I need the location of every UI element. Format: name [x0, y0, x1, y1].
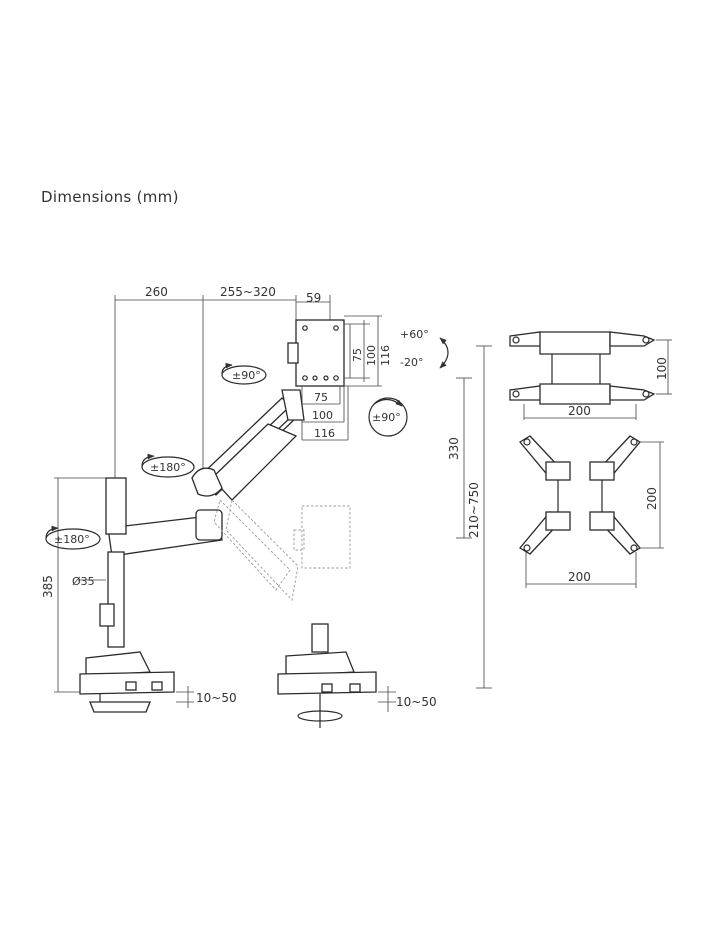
- tilt-rotation: +60° -20°: [400, 328, 449, 369]
- tilt-up-label: +60°: [400, 328, 429, 341]
- height-dimensions: 330 210~750: [447, 345, 492, 689]
- vesa-116-v-label: 116: [379, 345, 392, 366]
- adapter-bottom: 200 200: [519, 435, 664, 588]
- rotate-head-label: ±90°: [372, 411, 401, 424]
- rotate-90-top-icon: ±90°: [221, 362, 267, 385]
- adapter-top-height-label: 100: [655, 357, 669, 380]
- page-title: Dimensions (mm): [41, 188, 179, 206]
- rotate-180-arm-icon: ±180°: [141, 453, 195, 478]
- vesa-75-v-label: 75: [351, 348, 364, 362]
- pole-height-label: 385: [41, 575, 55, 598]
- top-dimensions: 260 255~320 59: [114, 285, 331, 480]
- dim-59-label: 59: [306, 291, 321, 305]
- adapter-top: 200 100: [509, 331, 672, 420]
- swivel-head-label: ±90°: [232, 369, 261, 382]
- rotate-90-side-icon: ±90°: [368, 397, 408, 437]
- pole-joint-label: ±180°: [54, 533, 90, 546]
- vesa-75-h-label: 75: [314, 391, 328, 404]
- gas-spring-arm: [107, 389, 351, 601]
- tilt-down-label: -20°: [400, 356, 423, 369]
- vesa-head-plate: 75 100 116 75 100 116: [287, 315, 392, 441]
- arm-joint-label: ±180°: [150, 461, 186, 474]
- left-pole-assembly: Ø35 385 10~50: [41, 477, 237, 713]
- vesa-116-h-label: 116: [314, 427, 335, 440]
- dim-255-320-label: 255~320: [220, 285, 276, 299]
- adapter-top-width-label: 200: [568, 404, 591, 418]
- grommet-base-assembly: 10~50: [277, 623, 437, 728]
- vertical-travel-label: 330: [447, 437, 461, 460]
- adapter-bottom-height-label: 200: [645, 487, 659, 510]
- dim-260-label: 260: [145, 285, 168, 299]
- vesa-100-h-label: 100: [312, 409, 333, 422]
- pole-diameter-label: Ø35: [72, 575, 95, 588]
- rotate-180-pole-icon: ±180°: [45, 525, 101, 550]
- vesa-100-v-label: 100: [365, 345, 378, 366]
- adapter-bottom-width-label: 200: [568, 570, 591, 584]
- clamp-thickness-left-label: 10~50: [196, 691, 237, 705]
- height-range-label: 210~750: [467, 482, 481, 538]
- clamp-thickness-right-label: 10~50: [396, 695, 437, 709]
